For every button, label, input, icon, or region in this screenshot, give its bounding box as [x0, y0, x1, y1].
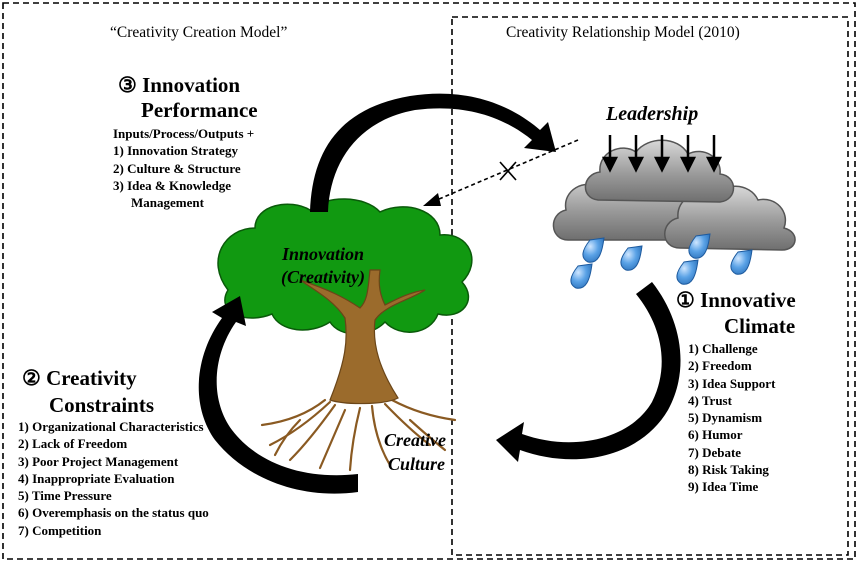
rain-drops [570, 233, 753, 289]
list-item: 4) Inappropriate Evaluation [18, 470, 175, 486]
cloud-top [584, 139, 735, 203]
list-item: 8) Risk Taking [688, 462, 769, 478]
arrow-performance-to-leadership [310, 93, 556, 212]
rain-drop [582, 237, 605, 263]
list-item: 6) Overemphasis on the status quo [18, 505, 209, 521]
blocked-influence-arrow [423, 139, 579, 206]
cycle-arrows [198, 93, 681, 494]
innovative-climate-heading: ① Innovative [676, 288, 796, 312]
list-item: 2) Lack of Freedom [18, 436, 128, 452]
list-item: 1) Organizational Characteristics [18, 419, 204, 434]
list-item: 1) Innovation Strategy [113, 143, 238, 159]
relationship-model-title: Creativity Relationship Model (2010) [506, 24, 740, 41]
leadership-label: Leadership [606, 103, 699, 125]
number-two-icon: ② [22, 366, 41, 390]
creation-model-title: “Creativity Creation Model” [110, 24, 288, 41]
creative-culture-label: Creative Culture [384, 430, 446, 474]
innovation-performance-heading: ③ Innovation [118, 73, 241, 97]
relationship-model-frame [451, 16, 849, 556]
list-item: 3) Idea Support [688, 375, 776, 391]
list-item: 3) Poor Project Management [18, 453, 179, 469]
innovative-climate-list: 1) Challenge 2) Freedom 3) Idea Support … [688, 340, 775, 496]
innovation-performance-list: Inputs/Process/Outputs + 1) Innovation S… [113, 125, 254, 211]
creativity-constraints-heading: ② Creativity [22, 366, 137, 390]
tree-foliage [217, 198, 473, 335]
rain-drop [688, 233, 711, 259]
rain-drop [620, 245, 643, 271]
leadership-arrows [601, 135, 723, 173]
list-item: 5) Time Pressure [18, 488, 112, 504]
list-item: 3) Idea & Knowledge [113, 177, 232, 193]
list-item: 1) Challenge [688, 341, 758, 356]
list-item: 4) Trust [688, 392, 732, 408]
list-item: 7) Debate [688, 444, 742, 460]
tree-trunk [299, 269, 426, 405]
creativity-constraints-heading-line2: Constraints [49, 393, 155, 417]
list-item: 5) Dynamism [688, 410, 763, 426]
list-item: 2) Culture & Structure [113, 160, 241, 176]
number-one-icon: ① [676, 288, 695, 312]
arrow-climate-to-culture [496, 282, 681, 462]
number-three-icon: ③ [118, 73, 137, 97]
arrow-culture-to-innovation [198, 296, 358, 494]
tree-roots [260, 398, 457, 472]
innovation-performance-heading-line2: Performance [141, 98, 258, 122]
list-item: Management [131, 195, 204, 211]
rain-drop [676, 259, 699, 285]
creativity-constraints-list: 1) Organizational Characteristics 2) Lac… [18, 418, 209, 539]
rain-drop [570, 263, 593, 289]
list-item: 6) Humor [688, 427, 743, 443]
tree-label: Innovation (Creativity) [281, 244, 365, 287]
list-item: 7) Competition [18, 522, 102, 538]
innovation-performance-subtitle: Inputs/Process/Outputs + [113, 126, 255, 141]
list-item: 9) Idea Time [688, 479, 759, 495]
rain-drop [730, 249, 753, 275]
list-item: 2) Freedom [688, 358, 752, 374]
innovative-climate-heading-line2: Climate [724, 314, 796, 338]
